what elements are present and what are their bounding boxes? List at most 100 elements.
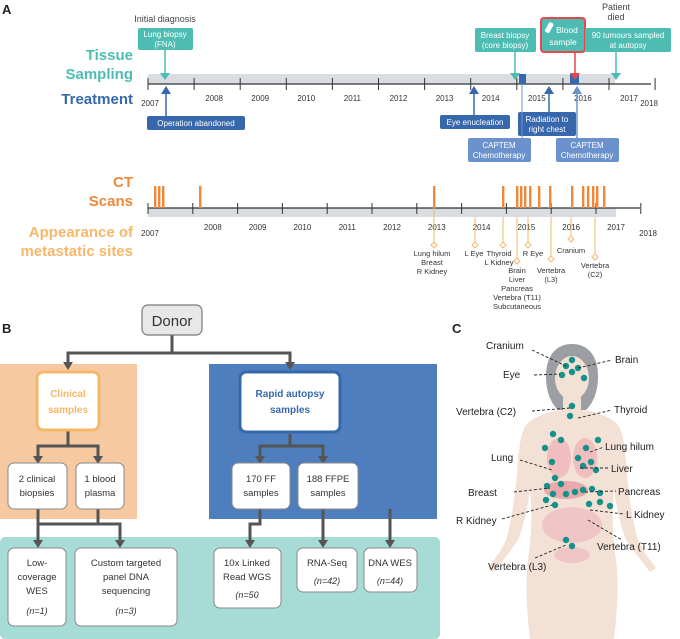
ct-scan-mark	[529, 186, 532, 208]
svg-text:samples: samples	[310, 488, 346, 499]
rnaseq-box: RNA-Seq (n=42)	[296, 547, 358, 593]
bottom-year-2014: 2014	[473, 223, 491, 232]
svg-text:(n=50: (n=50	[235, 590, 258, 600]
svg-text:188 FFPE: 188 FFPE	[307, 474, 350, 485]
svg-text:Operation abandoned: Operation abandoned	[157, 119, 234, 128]
metastasis-dot	[588, 485, 596, 493]
top-year-2008: 2008	[205, 94, 223, 103]
site-breast: Breast	[468, 488, 497, 499]
test-tube-icon	[545, 22, 554, 33]
metastasis-dot	[557, 436, 565, 444]
ct-scan-mark	[592, 186, 595, 208]
ct-scan-mark	[603, 186, 606, 208]
site-liver: Liver	[611, 464, 633, 475]
metastasis-dot	[585, 500, 593, 508]
operation-abandoned-box: Operation abandoned	[147, 116, 245, 130]
svg-text:biopsies: biopsies	[20, 488, 55, 499]
metastasis-dot	[596, 498, 604, 506]
svg-text:Scans: Scans	[89, 193, 133, 210]
lung-biopsy-box: Lung biopsy (FNA)	[138, 28, 193, 50]
ct-scan-marks	[154, 186, 606, 208]
bottom-year-2017: 2017	[607, 223, 625, 232]
donor-box: Donor	[141, 304, 203, 336]
metastasis-dot	[566, 412, 574, 420]
metastatic-label-2015: Brain Liver Pancreas Vertebra (T11) Subc…	[493, 266, 541, 311]
svg-text:Breast biopsy: Breast biopsy	[481, 31, 529, 40]
metastasis-dot	[541, 444, 549, 452]
top-timeline-band	[148, 74, 615, 84]
site-pancreas: Pancreas	[618, 487, 660, 498]
svg-text:Rapid autopsy: Rapid autopsy	[256, 389, 325, 400]
top-year-2009: 2009	[251, 94, 269, 103]
blood-sample-box: Blood sample	[540, 17, 586, 53]
metastasis-dot	[571, 488, 579, 496]
svg-text:Pancreas: Pancreas	[501, 284, 533, 293]
svg-text:Vertebra: Vertebra	[537, 266, 566, 275]
svg-text:panel DNA: panel DNA	[103, 572, 150, 583]
svg-text:CT: CT	[113, 174, 133, 191]
metastasis-dot	[543, 482, 551, 490]
ct-scan-mark	[582, 186, 585, 208]
ff-samples-box: 170 FF samples	[231, 462, 291, 510]
panel-b-label: B	[2, 321, 11, 336]
top-year-2018: 2018	[640, 99, 658, 108]
metastasis-dot	[606, 502, 614, 510]
breast-biopsy-arrowhead	[510, 73, 520, 80]
panel-c-label: C	[452, 321, 462, 336]
rapid-autopsy-box: Rapid autopsy samples	[238, 370, 342, 434]
ct-scan-mark	[162, 186, 165, 208]
lung-biopsy-arrowhead	[160, 73, 170, 80]
bottom-year-2012: 2012	[383, 223, 401, 232]
svg-text:Low-: Low-	[27, 558, 48, 569]
human-body-silhouette	[488, 344, 656, 639]
svg-text:samples: samples	[243, 488, 279, 499]
bottom-year-2007: 2007	[141, 229, 159, 238]
site-r-kidney: R Kidney	[456, 516, 497, 527]
svg-text:Thyroid: Thyroid	[486, 249, 511, 258]
site-thyroid: Thyroid	[614, 405, 647, 416]
top-year-2010: 2010	[297, 94, 315, 103]
metastasis-dot	[557, 480, 565, 488]
ct-scan-mark	[154, 186, 157, 208]
top-year-2017: 2017	[620, 94, 638, 103]
metastatic-label-cranium: Cranium	[557, 246, 585, 255]
svg-text:DNA WES: DNA WES	[368, 558, 412, 569]
bottom-year-2013: 2013	[428, 223, 446, 232]
metastasis-dot	[549, 430, 557, 438]
site-l-kidney: L Kidney	[626, 510, 665, 521]
svg-text:(n=42): (n=42)	[314, 576, 340, 586]
svg-text:metastatic sites: metastatic sites	[20, 243, 133, 260]
svg-text:coverage: coverage	[17, 572, 56, 583]
svg-text:2 clinical: 2 clinical	[19, 474, 55, 485]
metastasis-dot	[568, 368, 576, 376]
metastatic-markers	[430, 208, 599, 265]
ct-scan-mark	[524, 186, 527, 208]
metastasis-dot	[558, 371, 566, 379]
svg-text:R Eye: R Eye	[523, 249, 543, 258]
top-year-2007: 2007	[141, 99, 159, 108]
bottom-year-2008: 2008	[204, 223, 222, 232]
ct-scan-mark	[520, 186, 523, 208]
svg-text:RNA-Seq: RNA-Seq	[307, 558, 347, 569]
metastatic-label-l-eye: L Eye	[465, 249, 484, 258]
svg-text:Brain: Brain	[508, 266, 526, 275]
svg-text:170 FF: 170 FF	[246, 474, 276, 485]
metastasis-dot	[574, 454, 582, 462]
captem2-box: CAPTEM Chemotherapy	[556, 138, 619, 162]
metastasis-dot	[579, 486, 587, 494]
radiation-arrowhead	[544, 86, 554, 94]
bottom-timeline-ticks: 2007200820092010201120122013201420152016…	[141, 203, 657, 238]
metastasis-dot	[568, 402, 576, 410]
organ-leader-lines	[501, 349, 625, 559]
tissue-sampling-title: Tissue Sampling	[65, 47, 133, 83]
site-cranium: Cranium	[486, 341, 524, 352]
svg-text:Tissue: Tissue	[86, 47, 133, 64]
svg-text:Vertebra: Vertebra	[581, 261, 610, 270]
svg-text:Chemotherapy: Chemotherapy	[473, 151, 525, 160]
svg-text:WES: WES	[26, 586, 48, 597]
metastasis-dots	[541, 356, 614, 550]
metastatic-label-2013: Lung hilum Breast R Kidney	[414, 249, 451, 276]
clinical-biopsies-box: 2 clinical biopsies	[7, 462, 68, 510]
top-year-2011: 2011	[344, 94, 362, 103]
svg-text:(L3): (L3)	[544, 275, 558, 284]
